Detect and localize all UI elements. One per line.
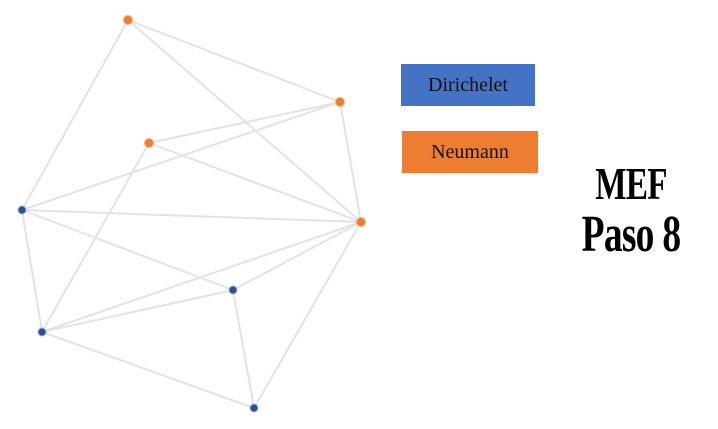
legend-dirichlet: Dirichelet xyxy=(401,64,535,106)
graph-edge xyxy=(21,209,43,333)
title-line-2: Paso 8 xyxy=(581,206,681,264)
graph-edge xyxy=(127,19,362,223)
dirichlet-node xyxy=(228,285,238,295)
graph-edge xyxy=(21,209,362,223)
title-line-1: MEF xyxy=(595,158,667,209)
graph-edge xyxy=(148,101,341,144)
neumann-node xyxy=(123,15,133,25)
graph-edge xyxy=(148,142,362,223)
graph-edge xyxy=(21,101,341,211)
neumann-node xyxy=(356,217,366,227)
graph-nodes xyxy=(17,15,366,413)
graph-edge xyxy=(253,221,362,409)
dirichlet-node xyxy=(37,327,47,337)
dirichlet-node xyxy=(17,205,27,215)
title-block: MEF Paso 8 xyxy=(556,158,706,264)
legend-neumann: Neumann xyxy=(402,131,538,173)
dirichlet-node xyxy=(249,403,259,413)
graph-edge xyxy=(232,221,362,291)
graph-edge xyxy=(21,19,129,211)
graph-edge xyxy=(21,209,234,291)
graph-edge xyxy=(41,289,234,333)
graph-edge xyxy=(232,289,255,409)
legend-neumann-label: Neumann xyxy=(431,140,509,163)
graph-edge xyxy=(339,101,362,223)
graph-edge xyxy=(41,331,255,409)
legend-dirichlet-label: Dirichelet xyxy=(428,73,508,96)
graph-edge xyxy=(127,19,341,103)
graph-edge xyxy=(41,221,362,333)
graph-edges xyxy=(21,19,362,409)
neumann-node xyxy=(335,97,345,107)
neumann-node xyxy=(144,138,154,148)
